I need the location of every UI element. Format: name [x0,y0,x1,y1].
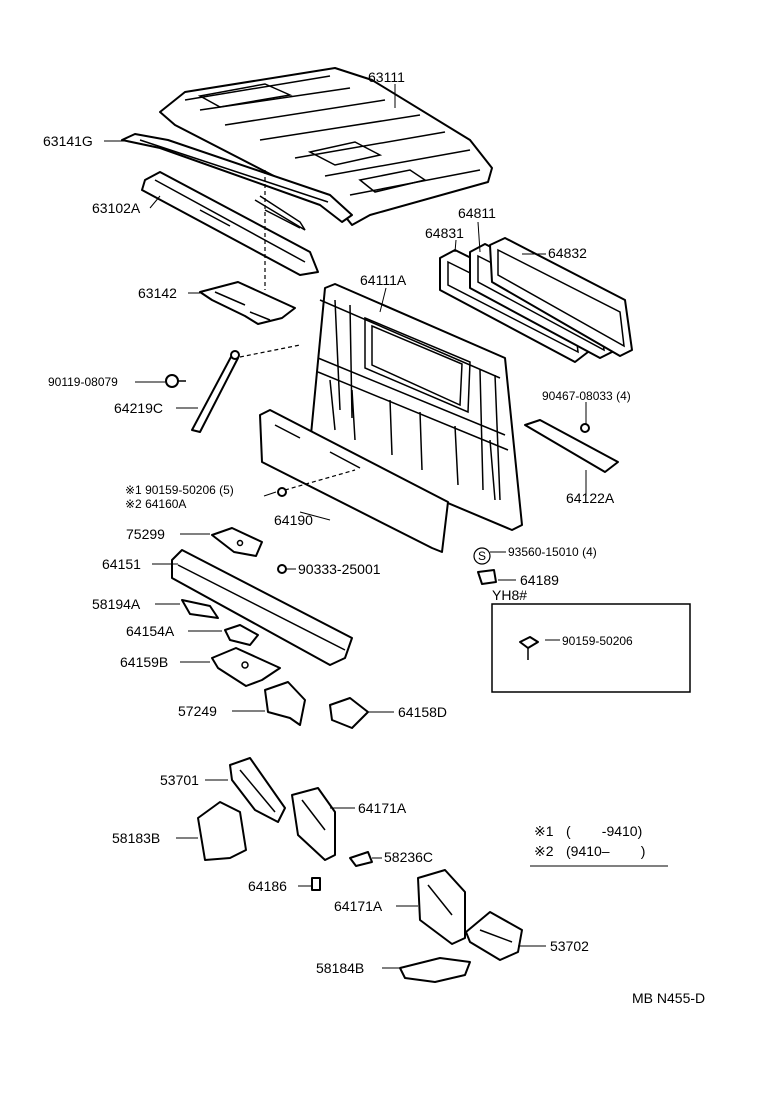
legend-mark-1: ※1 [534,823,554,839]
bracket-64154A [224,624,259,646]
label-58194A: 58194A [92,596,141,612]
clip-64189 [477,569,497,585]
gusset-53702 [465,911,523,961]
label-64832: 64832 [548,245,587,261]
clip-64186 [311,877,321,891]
leader-lines [104,84,668,969]
bracket-64158D [329,697,369,729]
bracket-58184B [399,957,471,983]
label-90159-50206: ※1 90159-50206 (5) [125,483,234,497]
bolt-90159 [277,487,287,497]
bracket-64171A-upper [291,787,336,861]
trim-strip [524,419,619,473]
label-63102A: 63102A [92,200,141,216]
stay-rod [191,350,240,433]
clip-90333 [277,564,287,574]
label-64122A: 64122A [566,490,615,506]
label-64171A-upper: 64171A [358,800,407,816]
label-64151: 64151 [102,556,141,572]
svg-text:S: S [478,549,486,563]
label-93560-15010: 93560-15010 (4) [508,545,597,559]
label-63141G: 63141G [43,133,93,149]
legend-text-1: ( -9410) [566,823,642,839]
bracket-58183B [197,801,247,861]
bracket-58194A [181,599,219,619]
label-64831: 64831 [425,225,464,241]
screw-icon [519,636,539,660]
label-64160A: ※2 64160A [125,497,186,511]
trim-panel [259,409,449,553]
back-window-frame [489,237,633,357]
clip-58236C [349,851,373,867]
label-63142: 63142 [138,285,177,301]
label-58183B: 58183B [112,830,160,846]
label-64171A-lower: 64171A [334,898,383,914]
label-64190: 64190 [274,512,313,528]
label-64154A: 64154A [126,623,175,639]
label-64189: 64189 [520,572,559,588]
label-75299: 75299 [126,526,165,542]
inset-box [491,603,691,693]
label-90333-25001: 90333-25001 [298,561,381,577]
gusset-53701 [229,757,286,823]
label-64186: 64186 [248,878,287,894]
label-64159B: 64159B [120,654,168,670]
label-64219C: 64219C [114,400,163,416]
label-58184B: 58184B [316,960,364,976]
label-58236C: 58236C [384,849,433,865]
s-mark-symbol: S [473,547,491,565]
label-64158D: 64158D [398,704,447,720]
back-panel [309,283,523,531]
label-90467-08033: 90467-08033 (4) [542,389,631,403]
footer-code: MB N455-D [632,990,705,1006]
plate-64159B [211,647,281,687]
legend-text-2: (9410– ) [566,843,645,859]
legend-mark-2: ※2 [534,843,554,859]
roof-bracket [199,281,296,325]
label-90119-08079: 90119-08079 [48,375,118,389]
label-53701: 53701 [160,772,199,788]
clip-90467 [580,423,590,433]
label-64111A: 64111A [360,272,407,288]
inset-part-label: 90159-50206 [562,634,633,648]
label-64811: 64811 [458,205,496,221]
cross-member [171,549,353,666]
bracket-64171A-lower [417,869,466,945]
label-57249: 57249 [178,703,217,719]
label-53702: 53702 [550,938,589,954]
inset-title: YH8# [492,587,527,603]
header-panel [141,171,319,276]
label-63111: 63111 [368,69,405,85]
bracket-57249 [264,681,306,726]
bolt-90119 [165,374,186,388]
roof-rail [121,133,353,223]
bracket-75299 [211,527,263,557]
